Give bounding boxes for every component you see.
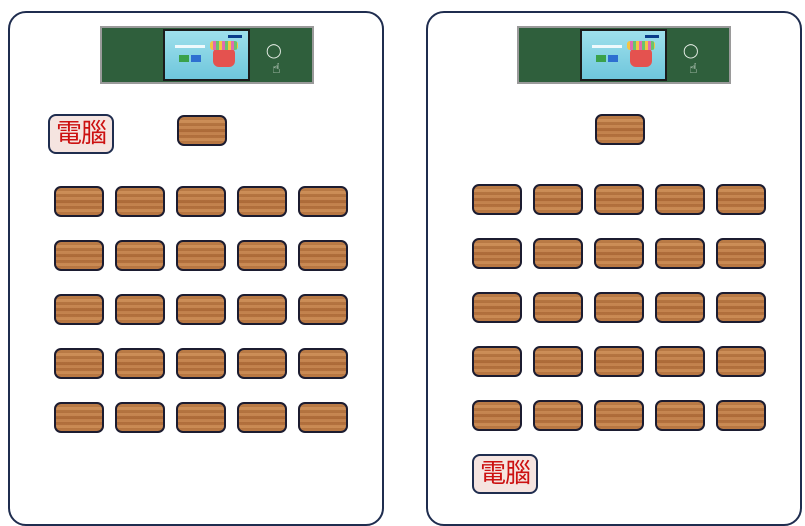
student-desk [472,400,522,431]
lightbulb-icon: ◯ [266,43,282,59]
cake-image [210,41,238,67]
student-desk [237,348,287,379]
classroom-right: ◯ ☝ 電腦 [426,11,802,526]
student-desk [176,348,226,379]
student-desk [54,186,104,217]
student-desk [533,292,583,323]
student-desk [115,240,165,271]
student-desk [115,402,165,433]
student-desk [655,400,705,431]
student-desk [594,400,644,431]
student-desk [115,348,165,379]
thumbs-up-icon: ☝ [689,61,698,77]
student-desk [115,186,165,217]
student-desk [594,184,644,215]
teacher-desk [177,115,227,146]
screen-text [592,45,622,48]
student-desk [533,346,583,377]
lightbulb-icon: ◯ [683,43,699,59]
computer-station: 電腦 [48,114,114,154]
student-desk [176,186,226,217]
blackboard: ◯ ☝ [517,26,731,84]
student-desk [298,186,348,217]
student-desk [298,294,348,325]
screen-tile [179,55,189,62]
student-desk [716,400,766,431]
student-desk [655,238,705,269]
teacher-desk [595,114,645,145]
student-desk [716,238,766,269]
thumbs-up-icon: ☝ [272,61,281,77]
student-desk [716,292,766,323]
cake-image [627,41,655,67]
student-desk [298,240,348,271]
student-desk [237,402,287,433]
student-desk [176,402,226,433]
student-desk [594,292,644,323]
screen-tile [191,55,201,62]
student-desk [176,240,226,271]
student-desk [716,346,766,377]
student-desk [533,238,583,269]
student-desk [655,346,705,377]
student-desk [54,294,104,325]
student-desk [176,294,226,325]
smart-screen [580,29,667,81]
student-desk [472,346,522,377]
student-desk [716,184,766,215]
classroom-left: ◯ ☝ 電腦 [8,11,384,526]
student-desk [298,402,348,433]
screen-text [175,45,205,48]
student-desk [54,348,104,379]
student-desk [237,186,287,217]
student-desk [237,240,287,271]
student-desk [237,294,287,325]
computer-station: 電腦 [472,454,538,494]
screen-logo [228,35,242,38]
student-desk [472,238,522,269]
screen-logo [645,35,659,38]
student-desk [533,400,583,431]
smart-screen [163,29,250,81]
student-desk [533,184,583,215]
screen-tile [608,55,618,62]
student-desk [472,292,522,323]
student-desk [298,348,348,379]
student-desk [54,240,104,271]
student-desk [115,294,165,325]
student-desk [655,184,705,215]
student-desk [54,402,104,433]
screen-tile [596,55,606,62]
student-desk [472,184,522,215]
student-desk [594,346,644,377]
blackboard: ◯ ☝ [100,26,314,84]
student-desk [594,238,644,269]
student-desk [655,292,705,323]
